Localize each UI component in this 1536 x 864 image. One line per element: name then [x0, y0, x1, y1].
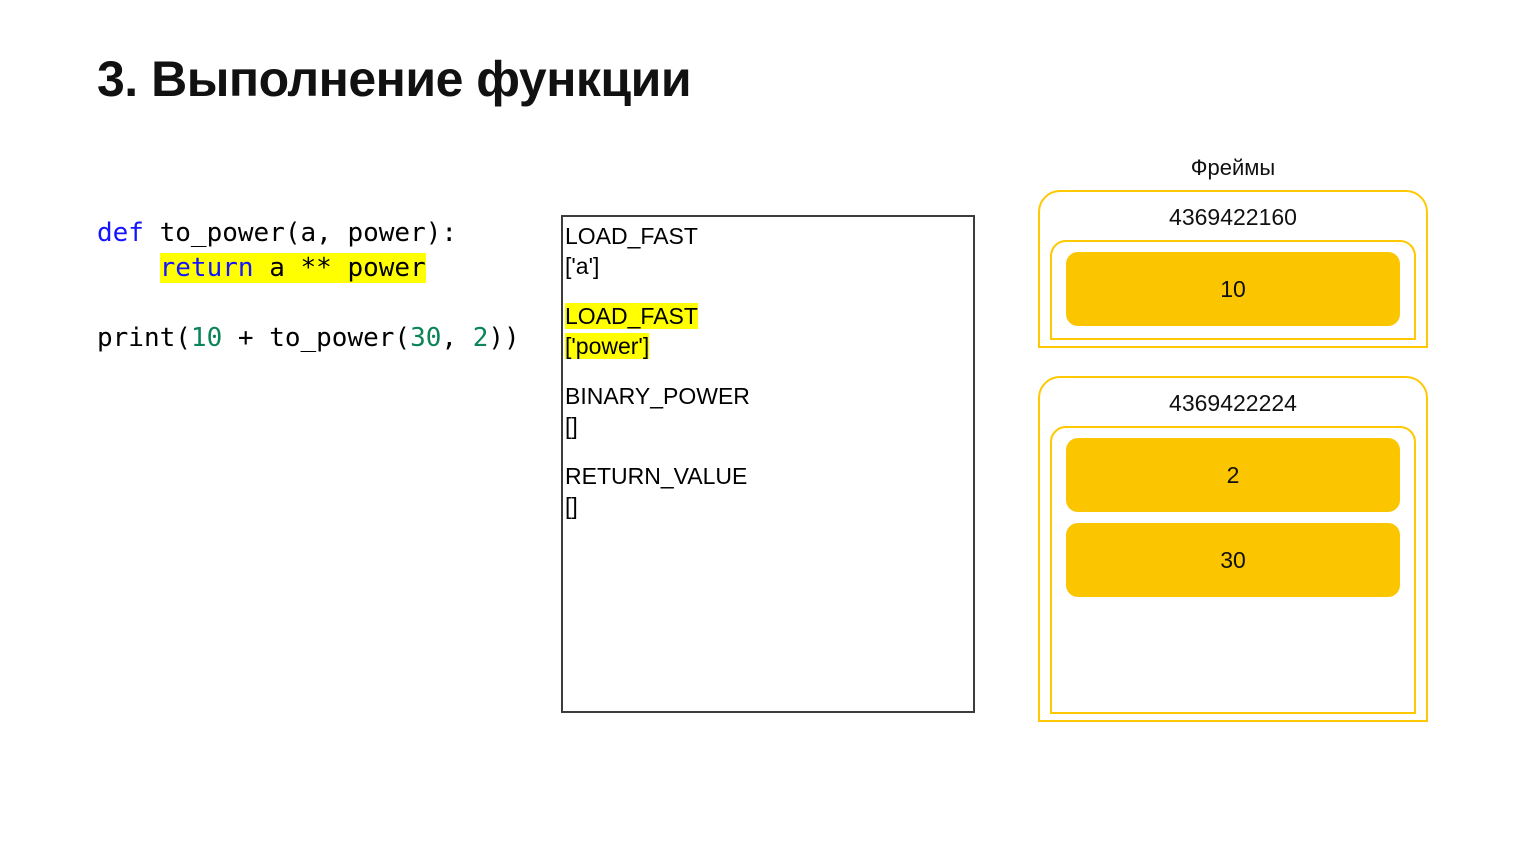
bytecode-opcode: LOAD_FAST — [565, 221, 971, 251]
bytecode-instruction-list: LOAD_FAST ['a'] LOAD_FAST ['power'] BINARY_P… — [565, 221, 971, 541]
bytecode-instruction: BINARY_POWER [] — [565, 381, 971, 441]
bytecode-stack: ['a'] — [565, 251, 971, 281]
bytecode-stack: ['power'] — [565, 331, 971, 361]
bytecode-opcode: RETURN_VALUE — [565, 461, 971, 491]
code-token: to_power(a, power): — [143, 218, 458, 248]
code-token: 2 — [472, 323, 489, 353]
source-code-block: def to_power(a, power): return a ** powe… — [97, 216, 520, 356]
bytecode-stack-text: [] — [565, 493, 578, 519]
code-token: def — [97, 218, 144, 248]
frame-stack-area: 10 — [1050, 240, 1416, 340]
bytecode-stack-text: ['a'] — [565, 253, 600, 279]
code-token: 10 — [190, 323, 223, 353]
frame-id-label: 4369422160 — [1169, 204, 1297, 230]
bytecode-panel: LOAD_FAST ['a'] LOAD_FAST ['power'] BINARY_P… — [561, 215, 975, 713]
stack-value-block: 30 — [1066, 523, 1400, 597]
bytecode-opcode-text: LOAD_FAST — [565, 303, 698, 329]
bytecode-instruction: LOAD_FAST ['power'] — [565, 301, 971, 361]
bytecode-opcode: LOAD_FAST — [565, 301, 971, 331]
code-token: + to_power( — [222, 323, 411, 353]
bytecode-opcode-text: BINARY_POWER — [565, 383, 750, 409]
code-token: a ** power — [253, 253, 426, 283]
bytecode-stack-text: [] — [565, 413, 578, 439]
bytecode-opcode-text: RETURN_VALUE — [565, 463, 748, 489]
frames-panel-title: Фреймы — [1190, 155, 1276, 180]
bytecode-opcode: BINARY_POWER — [565, 381, 971, 411]
code-token: print( — [97, 323, 191, 353]
frame-id-label: 4369422224 — [1169, 390, 1297, 416]
code-token: , — [441, 323, 473, 353]
code-token: )) — [488, 323, 520, 353]
code-line: def to_power(a, power): — [97, 216, 520, 251]
code-token — [97, 253, 160, 283]
code-line: return a ** power — [97, 251, 520, 286]
bytecode-stack: [] — [565, 491, 971, 521]
bytecode-opcode-text: LOAD_FAST — [565, 223, 698, 249]
stack-value-block: 2 — [1066, 438, 1400, 512]
bytecode-stack: [] — [565, 411, 971, 441]
bytecode-instruction: RETURN_VALUE [] — [565, 461, 971, 521]
frame-box: 4369422160 10 — [1038, 190, 1428, 348]
code-line: print(10 + to_power(30, 2)) — [97, 321, 520, 356]
stack-value-block: 10 — [1066, 252, 1400, 326]
code-token: 30 — [410, 323, 442, 353]
bytecode-instruction: LOAD_FAST ['a'] — [565, 221, 971, 281]
bytecode-stack-text: ['power'] — [565, 333, 650, 359]
code-line — [97, 286, 520, 321]
code-token: return — [159, 253, 254, 283]
page-title: 3. Выполнение функции — [97, 51, 692, 107]
